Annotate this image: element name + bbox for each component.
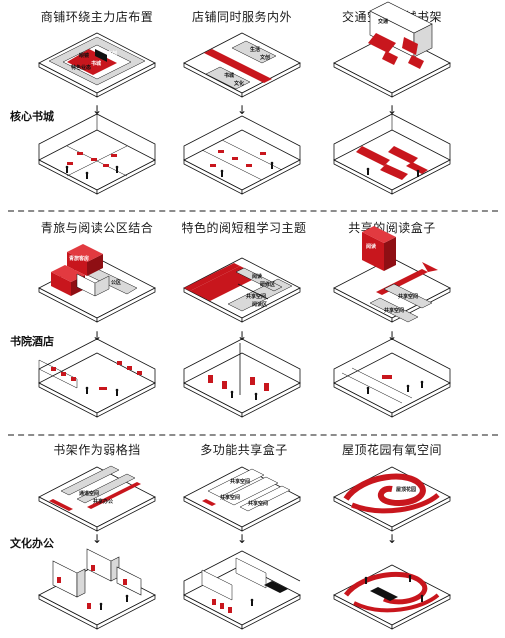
arrow-down-icon: ↓	[236, 532, 248, 546]
svg-text:青旅客房: 青旅客房	[69, 255, 89, 262]
svg-text:生活: 生活	[250, 46, 260, 53]
svg-text:书城: 书城	[224, 72, 234, 79]
plan-r2c3: 阅读 共享空间 共享空间	[333, 226, 451, 323]
svg-text:书城: 书城	[91, 60, 101, 67]
arrow-down-icon: ↓	[386, 329, 398, 343]
title-r3c2: 多功能共享盒子	[200, 443, 288, 457]
arrow-down-icon: ↓	[386, 532, 398, 546]
svg-text:共享空间: 共享空间	[398, 293, 418, 300]
model-r1c2	[183, 115, 301, 195]
model-r3c1	[38, 548, 156, 630]
model-r3c3	[333, 564, 451, 630]
svg-text:通道空间: 通道空间	[79, 490, 99, 497]
svg-text:阅读区: 阅读区	[252, 301, 267, 308]
section-divider	[8, 210, 498, 212]
model-r2c3	[333, 338, 451, 418]
svg-text:文创: 文创	[107, 50, 117, 57]
plan-r1c2: 生活 文创 书城 文化	[183, 32, 301, 98]
svg-text:研修区: 研修区	[260, 281, 275, 288]
svg-text:文化: 文化	[234, 80, 244, 87]
title-r1c2: 店铺同时服务内外	[191, 10, 293, 24]
model-r1c1	[38, 113, 156, 195]
plan-r3c3: 屋顶花园	[333, 466, 451, 532]
svg-text:阅读: 阅读	[366, 243, 376, 250]
title-r1c1: 商铺环绕主力店布置	[40, 10, 154, 24]
svg-text:共享空间: 共享空间	[230, 478, 250, 485]
svg-text:共享空间: 共享空间	[384, 307, 404, 314]
svg-text:交通: 交通	[378, 18, 388, 25]
title-r2c2: 特色的阅短租学习主题	[181, 221, 307, 235]
svg-text:特色业态: 特色业态	[71, 64, 91, 71]
plan-r3c1: 通道空间 共享办公	[38, 465, 156, 532]
plan-r3c2: 共享空间 共享空间 共享空间	[183, 466, 301, 532]
plan-r1c3: 交通	[333, 1, 451, 98]
arrow-down-icon: ↓	[386, 103, 398, 117]
model-r3c2	[183, 550, 301, 630]
arrow-down-icon: ↓	[236, 329, 248, 343]
arrow-down-icon: ↓	[91, 103, 103, 117]
arrow-down-icon: ↓	[91, 329, 103, 343]
svg-text:屋顶花园: 屋顶花园	[396, 486, 416, 493]
model-r2c2	[183, 338, 301, 418]
section-label-cultural-office: 文化办公	[10, 537, 54, 550]
plan-r2c1: 青旅客房 公区	[38, 244, 156, 323]
svg-text:共享空间: 共享空间	[220, 494, 240, 501]
title-r3c1: 书架作为弱格挡	[53, 443, 141, 457]
arrow-down-icon: ↓	[236, 103, 248, 117]
arrow-down-icon: ↓	[91, 532, 103, 546]
title-r3c3: 屋顶花园有氧空间	[341, 443, 443, 457]
section-label-core-bookstore: 核心书城	[10, 110, 54, 123]
title-r2c1: 青旅与阅读公区结合	[40, 221, 154, 235]
svg-text:眼镜: 眼镜	[79, 52, 89, 59]
svg-text:阅读: 阅读	[252, 273, 262, 280]
svg-text:文创: 文创	[260, 54, 270, 61]
model-r1c3	[333, 113, 451, 195]
svg-text:共享空间: 共享空间	[248, 500, 268, 507]
plan-r1c1: 眼镜 文创 书城 特色业态	[38, 32, 156, 98]
svg-text:共享空间: 共享空间	[246, 293, 266, 300]
svg-text:公区: 公区	[111, 279, 121, 286]
plan-r2c2: 阅读 研修区 共享空间 阅读区	[183, 257, 301, 323]
section-divider	[8, 434, 498, 436]
svg-text:共享办公: 共享办公	[93, 498, 113, 505]
section-label-academy-hotel: 书院酒店	[10, 335, 54, 348]
model-r2c1	[38, 338, 156, 418]
